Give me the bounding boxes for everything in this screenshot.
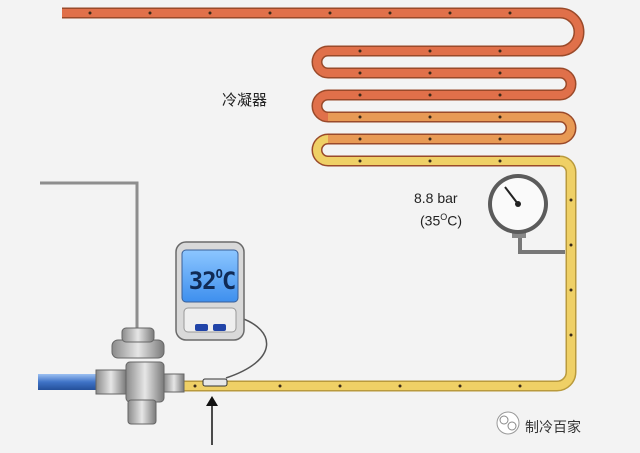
expansion-valve [40,181,185,425]
thermometer-value: 32 [188,267,217,295]
flow-markers [88,11,573,388]
location-arrow [206,396,218,445]
thermometer-unit: C [221,267,236,295]
digital-thermometer [175,241,245,341]
thermometer-degree: O [215,267,223,281]
saturation-temp-value: (35 [420,212,441,229]
pressure-reading: 8.8 bar [414,190,458,206]
saturation-temp-unit: C) [447,212,463,229]
thermometer-reading: 32OC [182,257,242,297]
temperature-sensor [202,317,268,387]
condenser-label: 冷凝器 [222,91,268,109]
gauge-needle [504,186,519,205]
pressure-gauge [488,174,565,254]
wechat-icon [496,411,520,435]
saturation-temperature: (35OC) [420,212,462,229]
inlet-pipe [38,374,100,390]
condenser-coil [62,7,585,167]
watermark-text: 制冷百家 [525,420,581,436]
liquid-line [183,155,577,392]
degree-symbol: O [440,212,448,222]
